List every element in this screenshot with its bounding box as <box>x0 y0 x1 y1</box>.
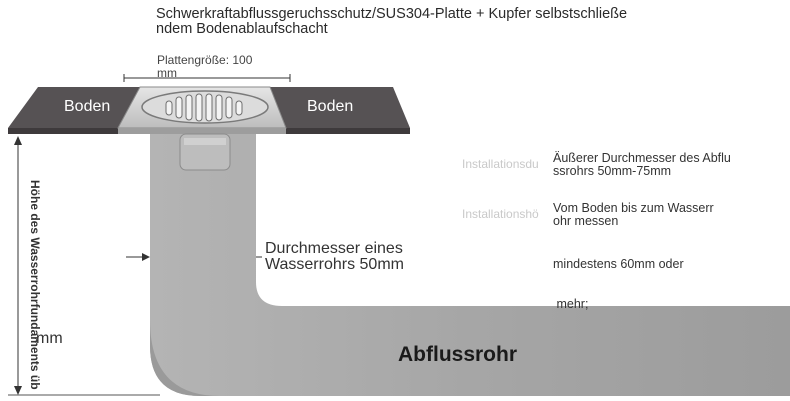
height-arrow-bottom <box>14 386 22 395</box>
pipe-diameter-line-2: Wasserrohrs 50mm <box>265 256 404 273</box>
diagram-title: Schwerkraftabflussgeruchsschutz/SUS304-P… <box>156 6 628 38</box>
plate-size-line-1: Plattengröße: 100 <box>157 53 253 67</box>
plate-size-label: Plattengröße: 100 mm <box>157 54 252 79</box>
outer-diameter-line-2: ssrohrs 50mm-75mm <box>553 164 672 179</box>
title-line-2: ndem Bodenablaufschacht <box>156 21 328 38</box>
minimum-line-1: mindestens 60mm oder <box>553 257 684 272</box>
height-arrow-top <box>14 136 22 145</box>
drain-pipe-label: Abflussrohr <box>398 343 518 366</box>
minimum-line-2: mehr; <box>553 296 589 311</box>
pipe-diameter-arrow-head <box>142 253 150 261</box>
faint-label-installation-height: Installationshö <box>462 207 539 221</box>
floor-label-right: Boden <box>307 98 354 115</box>
floor-slab-left <box>8 87 140 128</box>
floor-slab-right-edge <box>286 128 410 134</box>
floor-slab-left-edge <box>8 128 118 134</box>
odour-trap-band <box>184 138 226 145</box>
minimum-height-note: mindestens 60mm oder mehr; <box>553 232 684 324</box>
outer-diameter-note: Äußerer Durchmesser des Abflu ssrohrs 50… <box>553 151 731 179</box>
drain-pipe-bend-shade <box>150 320 220 396</box>
foundation-height-label: Höhe des Wasserrohrfundaments üb <box>28 180 42 390</box>
floor-slab-right <box>270 87 410 128</box>
floor-label-left: Boden <box>64 98 111 115</box>
outer-diameter-line-1: Äußerer Durchmesser des Abflu <box>553 151 731 165</box>
pipe-diameter-line-1: Durchmesser eines <box>265 240 403 257</box>
title-line-1: Schwerkraftabflussgeruchsschutz/SUS304-P… <box>156 6 628 22</box>
drain-plate-front <box>118 128 286 134</box>
drain-pipe <box>150 128 790 396</box>
plate-size-line-2: mm <box>157 65 177 80</box>
floor-to-water-line-2: ohr messen <box>553 214 619 229</box>
floor-to-water-note: Vom Boden bis zum Wasserr ohr messen <box>553 201 714 229</box>
faint-label-installation-diameter: Installationsdu <box>462 157 539 171</box>
drain-grate-slots <box>165 93 243 122</box>
drain-grate <box>141 90 269 124</box>
foundation-height-value: mm <box>36 330 63 347</box>
pipe-diameter-label: Durchmesser eines Wasserrohrs 50mm <box>265 241 404 273</box>
floor-to-water-line-1: Vom Boden bis zum Wasserr <box>553 201 714 215</box>
